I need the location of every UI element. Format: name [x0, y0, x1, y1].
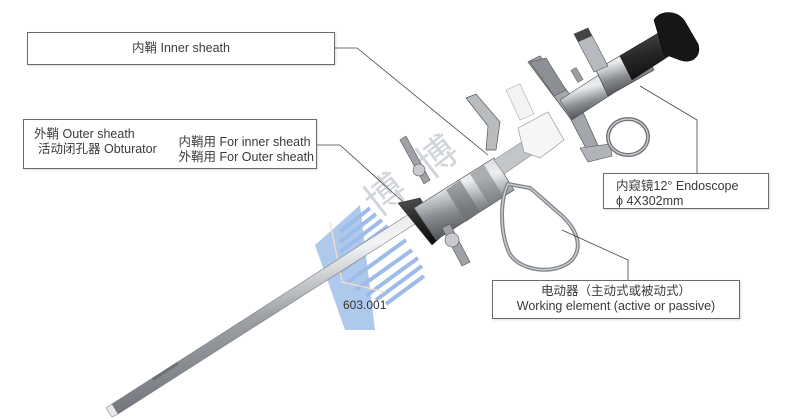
endoscope-label: 内窥镜12° Endoscope: [616, 179, 739, 193]
thumb-lever: [465, 93, 501, 151]
callout-inner-sheath: 内鞘 Inner sheath: [27, 32, 335, 65]
white-insulator-block: [505, 83, 565, 159]
endoscope: [559, 12, 700, 121]
working-element-en-label: Working element (active or passive): [516, 299, 716, 313]
endoscope-dimensions: ϕ 4X302mm: [616, 194, 684, 208]
leader-outer-sheath: [317, 144, 413, 211]
leader-inner-sheath: [335, 47, 489, 156]
outer-sheath-label: 外鞘 Outer sheath: [34, 127, 135, 141]
obturator-label: 活动闭孔器 Obturator: [38, 142, 157, 156]
callout-working-element: 电动器（主动式或被动式） Working element (active or …: [492, 280, 740, 319]
outer-sheath-shaft: [105, 211, 419, 418]
working-element-loop: [500, 181, 580, 272]
working-element-cn-label: 电动器（主动式或被动式）: [540, 284, 691, 298]
model-number: 603.001: [343, 298, 387, 312]
for-inner-sheath-label: 内鞘用 For inner sheath: [178, 135, 311, 149]
stopcock-upper: [399, 135, 431, 185]
stopcock-lower: [441, 223, 471, 267]
leader-endoscope: [639, 85, 698, 173]
for-outer-sheath-label: 外鞘用 For Outer sheath: [178, 150, 314, 164]
leader-working-element: [561, 229, 629, 280]
callout-outer-sheath: 外鞘 Outer sheath 活动闭孔器 Obturator 内鞘用 For …: [23, 119, 317, 169]
inner-sheath-label: 内鞘 Inner sheath: [132, 41, 230, 55]
callout-endoscope: 内窥镜12° Endoscope ϕ 4X302mm: [603, 173, 769, 209]
sheath-body: [413, 137, 537, 241]
leader-lines: [317, 47, 698, 280]
